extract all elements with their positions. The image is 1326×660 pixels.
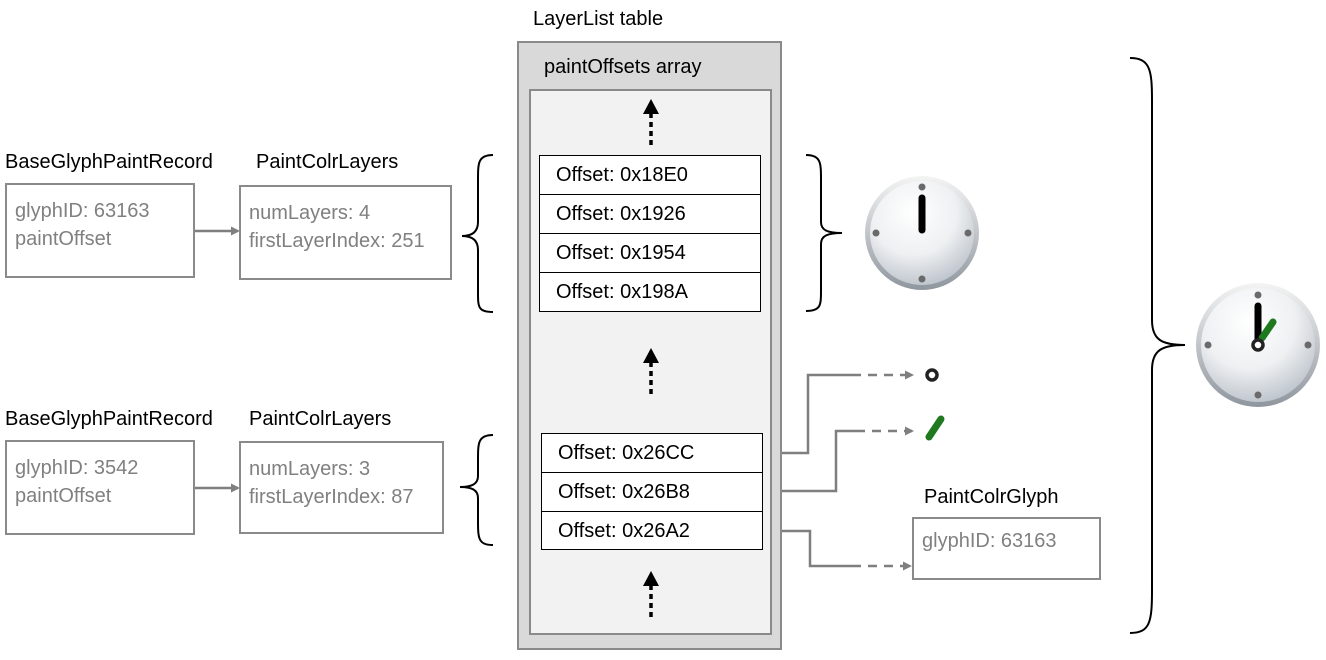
paint-glyph-box: glyphID: 63163	[912, 517, 1101, 580]
connector-26cc	[762, 373, 852, 455]
layers-top-box: numLayers: 4 firstLayerIndex: 251	[239, 185, 452, 280]
first-layer-index-field: firstLayerIndex: 87	[249, 486, 414, 508]
record-bottom-box: glyphID: 3542 paintOffset	[5, 440, 195, 535]
offset-row: Offset: 0x26A2	[558, 519, 690, 542]
layerlist-title: LayerList table	[533, 8, 664, 30]
offset-row: Offset: 0x26CC	[542, 434, 762, 473]
glyph-id-field: glyphID: 63163	[922, 530, 1057, 552]
record-bottom-title: BaseGlyphPaintRecord	[5, 408, 213, 430]
layers-bottom-box: numLayers: 3 firstLayerIndex: 87	[239, 441, 444, 534]
connector-26b8	[762, 429, 856, 493]
offset-row: Offset: 0x26B8	[542, 473, 762, 512]
paint-glyph-title: PaintColrGlyph	[924, 486, 1059, 508]
offset-row: Offset: 0x18E0	[540, 156, 760, 195]
record-top-box: glyphID: 63163 paintOffset	[5, 183, 195, 278]
offset-row: Offset: 0x1954	[540, 234, 760, 273]
paint-offsets-title: paintOffsets array	[544, 56, 702, 78]
paint-offset-field: paintOffset	[15, 485, 112, 507]
offset-row: Offset: 0x198A	[556, 280, 688, 303]
paint-offset-field: paintOffset	[15, 228, 112, 250]
offset-group-top: Offset: 0x18E0 Offset: 0x1926 Offset: 0x…	[539, 155, 761, 312]
layers-top-title: PaintColrLayers	[256, 151, 399, 173]
num-layers-field: numLayers: 4	[249, 202, 371, 224]
offset-group-bottom: Offset: 0x26CC Offset: 0x26B8 Offset: 0x…	[541, 433, 763, 550]
offset-row: Offset: 0x1926	[540, 195, 760, 234]
num-layers-field: numLayers: 3	[249, 458, 371, 480]
layers-bottom-title: PaintColrLayers	[249, 408, 392, 430]
record-top-title: BaseGlyphPaintRecord	[5, 151, 213, 173]
glyph-id-field: glyphID: 63163	[15, 200, 150, 222]
first-layer-index-field: firstLayerIndex: 251	[249, 230, 425, 252]
glyph-id-field: glyphID: 3542	[15, 457, 139, 479]
connector-26a2	[762, 529, 852, 568]
